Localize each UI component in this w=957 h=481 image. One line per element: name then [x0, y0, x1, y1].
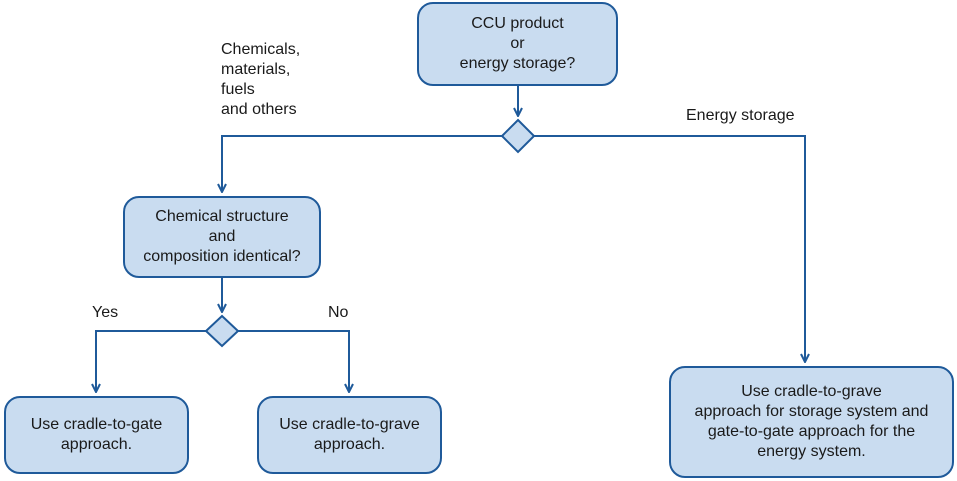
connector-to-storage: [534, 135, 805, 362]
node-cradle-to-gate: Use cradle-to-gate approach.: [4, 396, 189, 474]
connector-to-grave: [238, 330, 349, 392]
edge-label-energy-storage: Energy storage: [686, 107, 795, 124]
node-storage-approach: Use cradle-to-grave approach for storage…: [669, 366, 954, 478]
decision-diamond-main: [500, 118, 536, 154]
connector-to-structure: [222, 135, 502, 192]
connector-to-gate: [96, 330, 206, 392]
edge-label-yes: Yes: [92, 304, 119, 321]
edge-label-no: No: [328, 304, 349, 321]
node-chemical-structure-question: Chemical structure and composition ident…: [123, 196, 321, 278]
node-ccu-product-question: CCU product or energy storage?: [417, 2, 618, 86]
decision-diamond-structure: [204, 314, 240, 348]
edge-label-chemicals: Chemicals, materials, fuels and others: [221, 41, 301, 118]
node-cradle-to-grave: Use cradle-to-grave approach.: [257, 396, 442, 474]
